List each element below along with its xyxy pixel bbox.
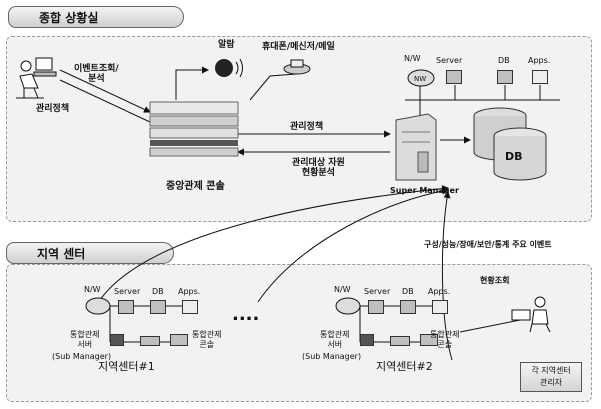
center1-sub-server-label: 통합관제 서버 [70, 330, 100, 349]
admin-box: 각 지역센터 관리자 [520, 362, 582, 392]
center2-console-icon [420, 334, 438, 346]
super-manager-label: Super Manager [390, 186, 459, 195]
alarm-icon [215, 58, 243, 78]
network-cloud-icon: NW [407, 69, 435, 87]
center2-apps-label: Apps. [428, 287, 451, 296]
resource-analysis-label: 관리대상 자원 현황분석 [292, 158, 345, 178]
center2-sub-server-label: 통합관제 서버 [320, 330, 350, 349]
events-label: 구성/성능/장애/보안/통계 주요 이벤트 [424, 240, 552, 249]
bottom-panel [6, 264, 592, 402]
center2-apps-icon [432, 300, 448, 314]
center2-db-label: DB [402, 287, 414, 296]
center2-db-icon [400, 300, 416, 314]
center1-terminal-icon [140, 336, 160, 346]
center1-sub-manager-label: (Sub Manager) [52, 352, 112, 361]
center2-sub-manager-label: (Sub Manager) [302, 352, 362, 361]
center2-network-cloud-icon [335, 297, 361, 315]
center2-server-label: Server [364, 287, 391, 296]
manage-policy-left-label: 관리정책 [36, 104, 70, 114]
center2-terminal-icon [390, 336, 410, 346]
ellipsis-dots: .... [232, 304, 260, 325]
center1-nw-label: N/W [84, 285, 101, 294]
center1-db-icon [150, 300, 166, 314]
center1-console-icon [170, 334, 188, 346]
operator-person-icon [16, 57, 57, 99]
top-db-icon [497, 70, 513, 84]
top-server-icon [446, 70, 462, 84]
center1-sub-server-icon [110, 334, 124, 346]
mobile-device-icon [283, 59, 311, 75]
admin-person-icon [511, 296, 551, 333]
center2-sub-server-icon [360, 334, 374, 346]
center2-nw-label: N/W [334, 285, 351, 294]
bottom-section-tab: 지역 센터 [6, 242, 174, 264]
top-server-label: Server [436, 56, 463, 65]
db-label: DB [505, 150, 523, 163]
center1-server-label: Server [114, 287, 141, 296]
center1-name-label: 지역센터#1 [98, 360, 155, 373]
alarm-label: 알람 [218, 40, 235, 50]
manage-policy-mid-label: 관리정책 [290, 122, 324, 132]
top-apps-label: Apps. [528, 56, 551, 65]
center2-name-label: 지역센터#2 [376, 360, 433, 373]
center1-server-icon [118, 300, 134, 314]
admin-label: 각 지역센터 관리자 [531, 366, 571, 387]
super-manager-server-icon [395, 113, 437, 181]
center1-apps-icon [182, 300, 198, 314]
center1-console-label: 통합관제 콘솔 [192, 330, 222, 349]
console-label: 중앙관제 콘솔 [166, 181, 225, 192]
center1-network-cloud-icon [85, 297, 111, 315]
center2-console-label: 통합관제 콘솔 [430, 330, 460, 349]
center2-server-icon [368, 300, 384, 314]
top-apps-icon [532, 70, 548, 84]
center1-apps-label: Apps. [178, 287, 201, 296]
center1-db-label: DB [152, 287, 164, 296]
top-db-label: DB [498, 56, 510, 65]
mobile-label: 휴대폰/메신저/메일 [262, 42, 335, 52]
top-section-tab: 종합 상황실 [8, 6, 184, 28]
status-query-label: 현황조회 [480, 276, 510, 285]
event-query-label: 이벤트조회/ 분석 [74, 64, 119, 84]
database-cylinder-icon [473, 107, 547, 181]
svg-text:NW: NW [414, 75, 426, 83]
top-nw-label: N/W [404, 54, 421, 63]
central-console-icon [149, 101, 239, 157]
